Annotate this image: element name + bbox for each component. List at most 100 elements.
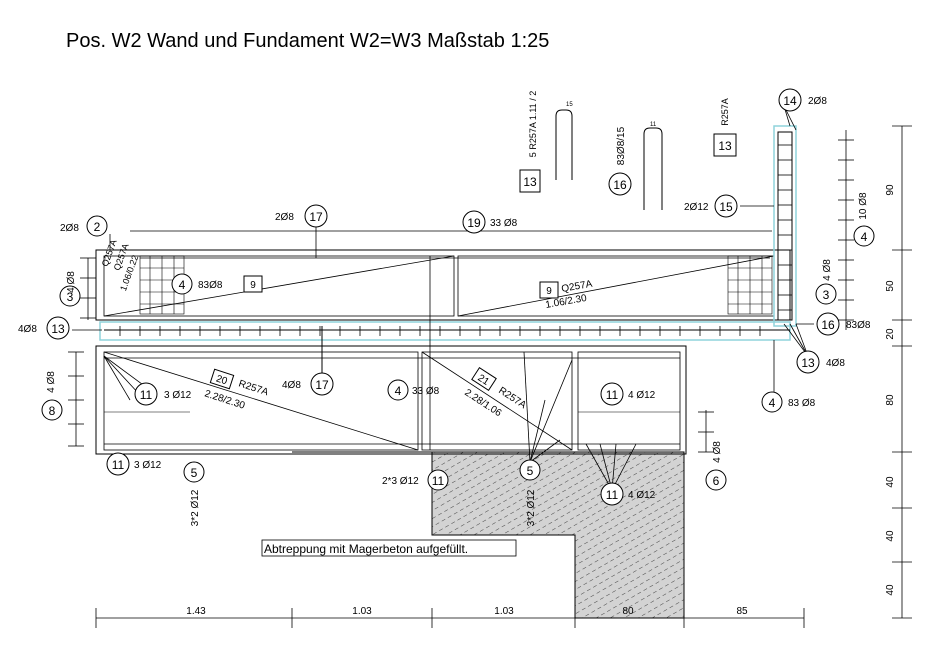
mesh-box-9a: 9 xyxy=(243,275,263,293)
position-circle-4a: 4 xyxy=(171,273,193,295)
svg-text:16: 16 xyxy=(821,318,835,332)
label-3x2d12-a: 3*2 Ø12 xyxy=(190,489,201,526)
label-3x2d12-b: 3*2 Ø12 xyxy=(526,489,537,526)
label-3d12-a: 3 Ø12 xyxy=(164,390,192,401)
highlighted-rebar-band xyxy=(99,321,791,341)
label-r257a-20-dim: 2.28/2.30 xyxy=(203,388,246,411)
svg-text:13: 13 xyxy=(523,175,537,189)
label-4d8-a: 4Ø8 xyxy=(18,324,37,335)
wall-cap-outline xyxy=(95,249,791,321)
dim-right-2: 20 xyxy=(885,328,896,340)
label-3d12-b: 3 Ø12 xyxy=(134,460,162,471)
foundation-outline xyxy=(95,345,687,455)
position-circle-5c: 11 xyxy=(427,469,449,491)
leader-lines xyxy=(72,105,814,491)
position-circle-3b: 3 xyxy=(815,283,837,305)
end-grid-right xyxy=(727,255,773,315)
label-4d8-b: 4Ø8 xyxy=(282,380,301,391)
position-circle-11c: 11 xyxy=(600,382,624,406)
position-circle-17a: 17 xyxy=(304,204,328,228)
label-hook-a: 15 xyxy=(566,102,573,108)
mesh-box-20: 20 xyxy=(209,368,235,390)
svg-text:4: 4 xyxy=(861,230,868,244)
lean-concrete-fill xyxy=(292,451,685,619)
position-circle-5b: 5 xyxy=(519,459,541,481)
dim-bottom-1: 1.03 xyxy=(352,606,372,617)
svg-text:13: 13 xyxy=(801,356,815,370)
dim-right-1: 50 xyxy=(885,280,896,292)
label-83d8-c: 83 Ø8 xyxy=(788,398,816,409)
vertical-wall-highlight xyxy=(773,125,797,327)
label-2d12: 2Ø12 xyxy=(684,202,709,213)
svg-text:17: 17 xyxy=(309,210,323,224)
foundation-inner-a xyxy=(103,351,419,451)
label-2x3d12: 2*3 Ø12 xyxy=(382,476,419,487)
label-r257a-vertical: R257A xyxy=(720,98,730,126)
foundation-inner-b xyxy=(421,351,573,451)
position-circle-8: 8 xyxy=(41,399,63,421)
position-circle-11b: 11 xyxy=(106,452,130,476)
label-2d8-b: 2Ø8 xyxy=(275,212,294,223)
dimension-ticks-right xyxy=(698,130,854,453)
vertical-wall-ticks xyxy=(778,144,792,311)
vertical-wall-outline xyxy=(777,131,793,321)
svg-text:20: 20 xyxy=(215,373,229,387)
svg-text:5: 5 xyxy=(527,464,534,478)
label-33d8-a: 33 Ø8 xyxy=(490,218,518,229)
svg-text:13: 13 xyxy=(51,322,65,336)
mesh-diagonal-9a xyxy=(103,255,455,317)
svg-text:3: 3 xyxy=(67,290,74,304)
position-circle-16a: 16 xyxy=(608,172,632,196)
label-13-vertical: 5 R257A 1.11 / 2 xyxy=(528,91,538,157)
shape-sketch-16 xyxy=(643,127,663,210)
svg-text:11: 11 xyxy=(112,458,125,472)
svg-text:4: 4 xyxy=(769,396,776,410)
position-circle-2: 2 xyxy=(86,215,108,237)
svg-text:4: 4 xyxy=(179,278,186,292)
svg-text:6: 6 xyxy=(713,474,720,488)
dimension-ticks-left xyxy=(68,257,96,447)
label-hook-b: 11 xyxy=(650,122,657,128)
svg-text:8: 8 xyxy=(49,404,56,418)
svg-text:11: 11 xyxy=(606,388,619,402)
svg-text:9: 9 xyxy=(250,280,256,291)
svg-text:14: 14 xyxy=(783,94,797,108)
dim-bottom-4: 85 xyxy=(736,606,748,617)
svg-text:17: 17 xyxy=(315,378,329,392)
dim-bottom-0: 1.43 xyxy=(186,606,206,617)
svg-text:5: 5 xyxy=(191,466,198,480)
position-circle-4b: 4 xyxy=(387,379,409,401)
position-circle-4c: 4 xyxy=(761,391,783,413)
label-4d8-v2: 4 Ø8 xyxy=(46,371,57,393)
svg-text:15: 15 xyxy=(719,200,733,214)
dimension-chain-bottom xyxy=(95,608,805,628)
svg-text:19: 19 xyxy=(467,216,481,230)
mesh-box-13a: 13 xyxy=(519,169,541,193)
dim-right-6: 40 xyxy=(885,584,896,596)
svg-text:13: 13 xyxy=(718,139,732,153)
drawing-title: Pos. W2 Wand und Fundament W2=W3 Maßstab… xyxy=(66,30,550,52)
label-16-vertical: 83Ø8/15 xyxy=(616,126,627,165)
label-4d8-v1: 4 Ø8 xyxy=(66,271,77,293)
position-circle-13a: 13 xyxy=(46,316,70,340)
mesh-diagonal-9b xyxy=(457,255,775,317)
position-circle-16b: 16 xyxy=(816,312,840,336)
svg-text:2: 2 xyxy=(94,220,101,234)
label-4d12-b: 4 Ø12 xyxy=(628,490,656,501)
position-circle-13b: 13 xyxy=(796,350,820,374)
label-33d8-b: 33 Ø8 xyxy=(412,386,440,397)
svg-text:4: 4 xyxy=(395,384,402,398)
svg-text:16: 16 xyxy=(613,178,627,192)
dimension-chain-right xyxy=(892,125,912,619)
position-circle-4d: 4 xyxy=(853,225,875,247)
mesh-diagonal-20 xyxy=(103,351,419,451)
note-box xyxy=(261,539,517,557)
mesh-box-9b: 9 xyxy=(539,281,559,299)
label-q257a: Q257A xyxy=(561,279,594,295)
label-4d12-a: 4 Ø12 xyxy=(628,390,656,401)
label-83d8-a: 83Ø8 xyxy=(198,280,223,291)
label-10d8: 10 Ø8 xyxy=(858,192,869,220)
dim-right-0: 90 xyxy=(885,184,896,196)
dim-bottom-2: 1.03 xyxy=(494,606,514,617)
